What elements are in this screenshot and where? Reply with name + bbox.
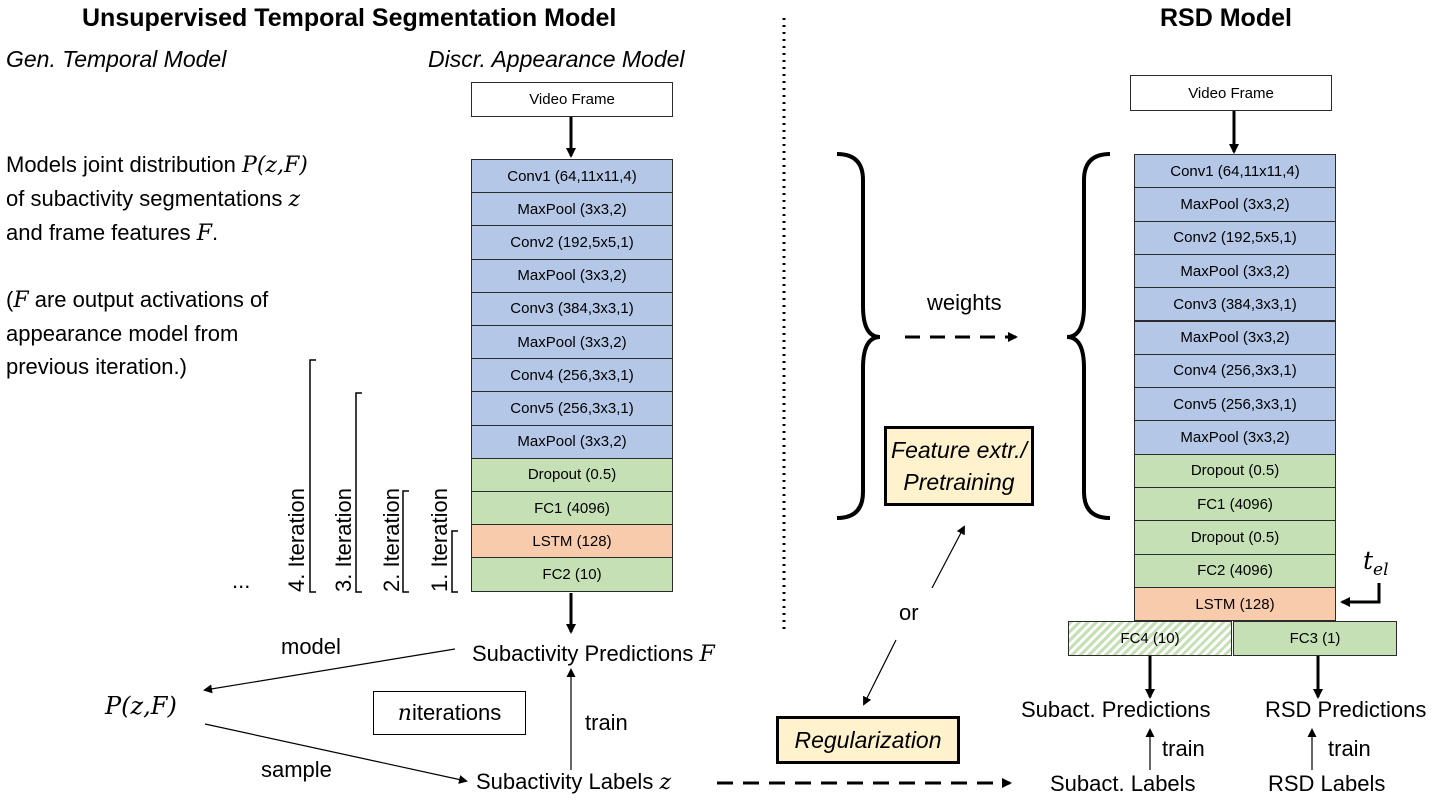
right-layer-11: FC1 (4096) [1134,487,1336,522]
tel-label: tel [1363,546,1389,580]
desc-line2-math: z [288,187,301,212]
left-layer-13: FC2 (10) [471,557,673,592]
iteration-2-label: 2. Iteration [379,488,404,592]
arrow-or-to-regularization [863,639,897,706]
tel-sub: el [1373,560,1389,580]
subactivity-labels-text: Subactivity Labels [476,769,660,794]
train-label-left: train [585,710,628,735]
feature-box-line2: Pretraining [903,469,1015,495]
subactivity-labels-math: z [659,770,672,795]
left-layer-7: Conv4 (256,3x3,1) [471,358,673,393]
right-layer-6: MaxPool (3x3,2) [1134,320,1336,355]
arrow-tel-to-lstm [1340,583,1381,607]
n-iterations-math: n [397,700,412,726]
right-layer-14: LSTM (128) [1134,586,1336,622]
fc3-box: FC3 (1) [1233,621,1397,656]
brace-right [1066,152,1111,520]
bracket-iteration-1 [451,530,458,593]
rsd-predictions-label: RSD Predictions [1265,697,1427,722]
desc-line3-post: . [212,220,219,245]
model-label: model [281,634,341,659]
right-layer-5: Conv3 (384,3x3,1) [1134,287,1336,322]
feature-extraction-box: Feature extr./ Pretraining [884,426,1034,506]
weights-label: weights [927,290,1002,315]
desc-line2: of subactivity segmentations [6,186,289,211]
tel-base: t [1363,546,1374,575]
subactivity-labels-label: Subactivity Labels z [476,769,671,795]
right-layer-9: MaxPool (3x3,2) [1134,420,1336,455]
left-layer-4: MaxPool (3x3,2) [471,258,673,293]
right-layer-2: MaxPool (3x3,2) [1134,187,1336,222]
arrow-or-to-feature [931,525,965,589]
bracket-iteration-2 [402,490,409,593]
desc-line4: ( [6,287,14,312]
desc-line1-math: P(z,F) [242,153,308,178]
left-layer-9: MaxPool (3x3,2) [471,424,673,459]
subact-predictions-label: Subact. Predictions [1021,697,1211,722]
iteration-1-label: 1. Iteration [427,488,452,592]
left-layer-1: Conv1 (64,11x11,4) [471,159,673,194]
train-label-subact: train [1162,736,1205,761]
iteration-3-label: 3. Iteration [331,488,356,592]
pzf-label: P(z,F) [105,692,177,720]
right-layer-1: Conv1 (64,11x11,4) [1134,154,1336,189]
left-layer-5: Conv3 (384,3x3,1) [471,291,673,326]
desc-line3-math: F [196,221,213,246]
right-layer-4: MaxPool (3x3,2) [1134,253,1336,289]
left-layer-8: Conv5 (256,3x3,1) [471,391,673,426]
gen-temporal-model-label: Gen. Temporal Model [6,46,227,72]
brace-left [836,152,881,520]
arrow-model [203,648,456,694]
left-layer-6: MaxPool (3x3,2) [471,325,673,360]
left-layer-12: LSTM (128) [471,524,673,559]
desc-line5: appearance model from [6,321,239,346]
bracket-iteration-3 [355,392,362,593]
left-layer-3: Conv2 (192,5x5,1) [471,225,673,260]
right-title: RSD Model [1160,4,1292,32]
desc-line4-post: are output activations of [28,287,269,312]
right-layer-7: Conv4 (256,3x3,1) [1134,353,1336,389]
left-layer-2: MaxPool (3x3,2) [471,192,673,227]
regularization-box: Regularization [776,716,960,764]
subact-labels-label: Subact. Labels [1050,771,1196,796]
n-iterations-box: n iterations [373,691,526,735]
left-title: Unsupervised Temporal Segmentation Model [82,4,617,32]
right-layer-12: Dropout (0.5) [1134,520,1336,555]
subactivity-predictions-text: Subactivity Predictions [472,641,700,666]
or-label: or [899,600,919,625]
desc-line4-math: F [13,288,29,313]
right-layer-3: Conv2 (192,5x5,1) [1134,220,1336,255]
right-layer-10: Dropout (0.5) [1134,453,1336,488]
right-layer-8: Conv5 (256,3x3,1) [1134,387,1336,422]
subactivity-predictions-label: Subactivity Predictions F [472,641,715,667]
right-layer-13: FC2 (4096) [1134,553,1336,588]
video-frame-box-left: Video Frame [471,82,673,117]
rsd-labels-label: RSD Labels [1268,771,1386,796]
fc4-box: FC4 (10) [1068,621,1232,656]
iteration-4-label: 4. Iteration [284,488,309,592]
left-layer-10: Dropout (0.5) [471,457,673,492]
bracket-iteration-4 [309,359,316,593]
n-iterations-text: iterations [411,700,502,725]
subactivity-predictions-math: F [699,642,715,667]
left-layer-11: FC1 (4096) [471,491,673,526]
desc-line3: and frame features [6,220,197,245]
desc-line6: previous iteration.) [6,354,187,379]
video-frame-box-right: Video Frame [1130,75,1332,111]
desc-line1: Models joint distribution [6,152,243,177]
model-description: Models joint distribution P(z,F) of suba… [6,148,386,383]
discr-appearance-model-label: Discr. Appearance Model [428,46,685,72]
sample-label: sample [261,757,332,782]
iteration-ellipsis: ... [232,568,251,593]
arrow-sample [204,723,468,784]
feature-box-line1: Feature extr./ [891,437,1027,463]
train-label-rsd: train [1328,736,1371,761]
